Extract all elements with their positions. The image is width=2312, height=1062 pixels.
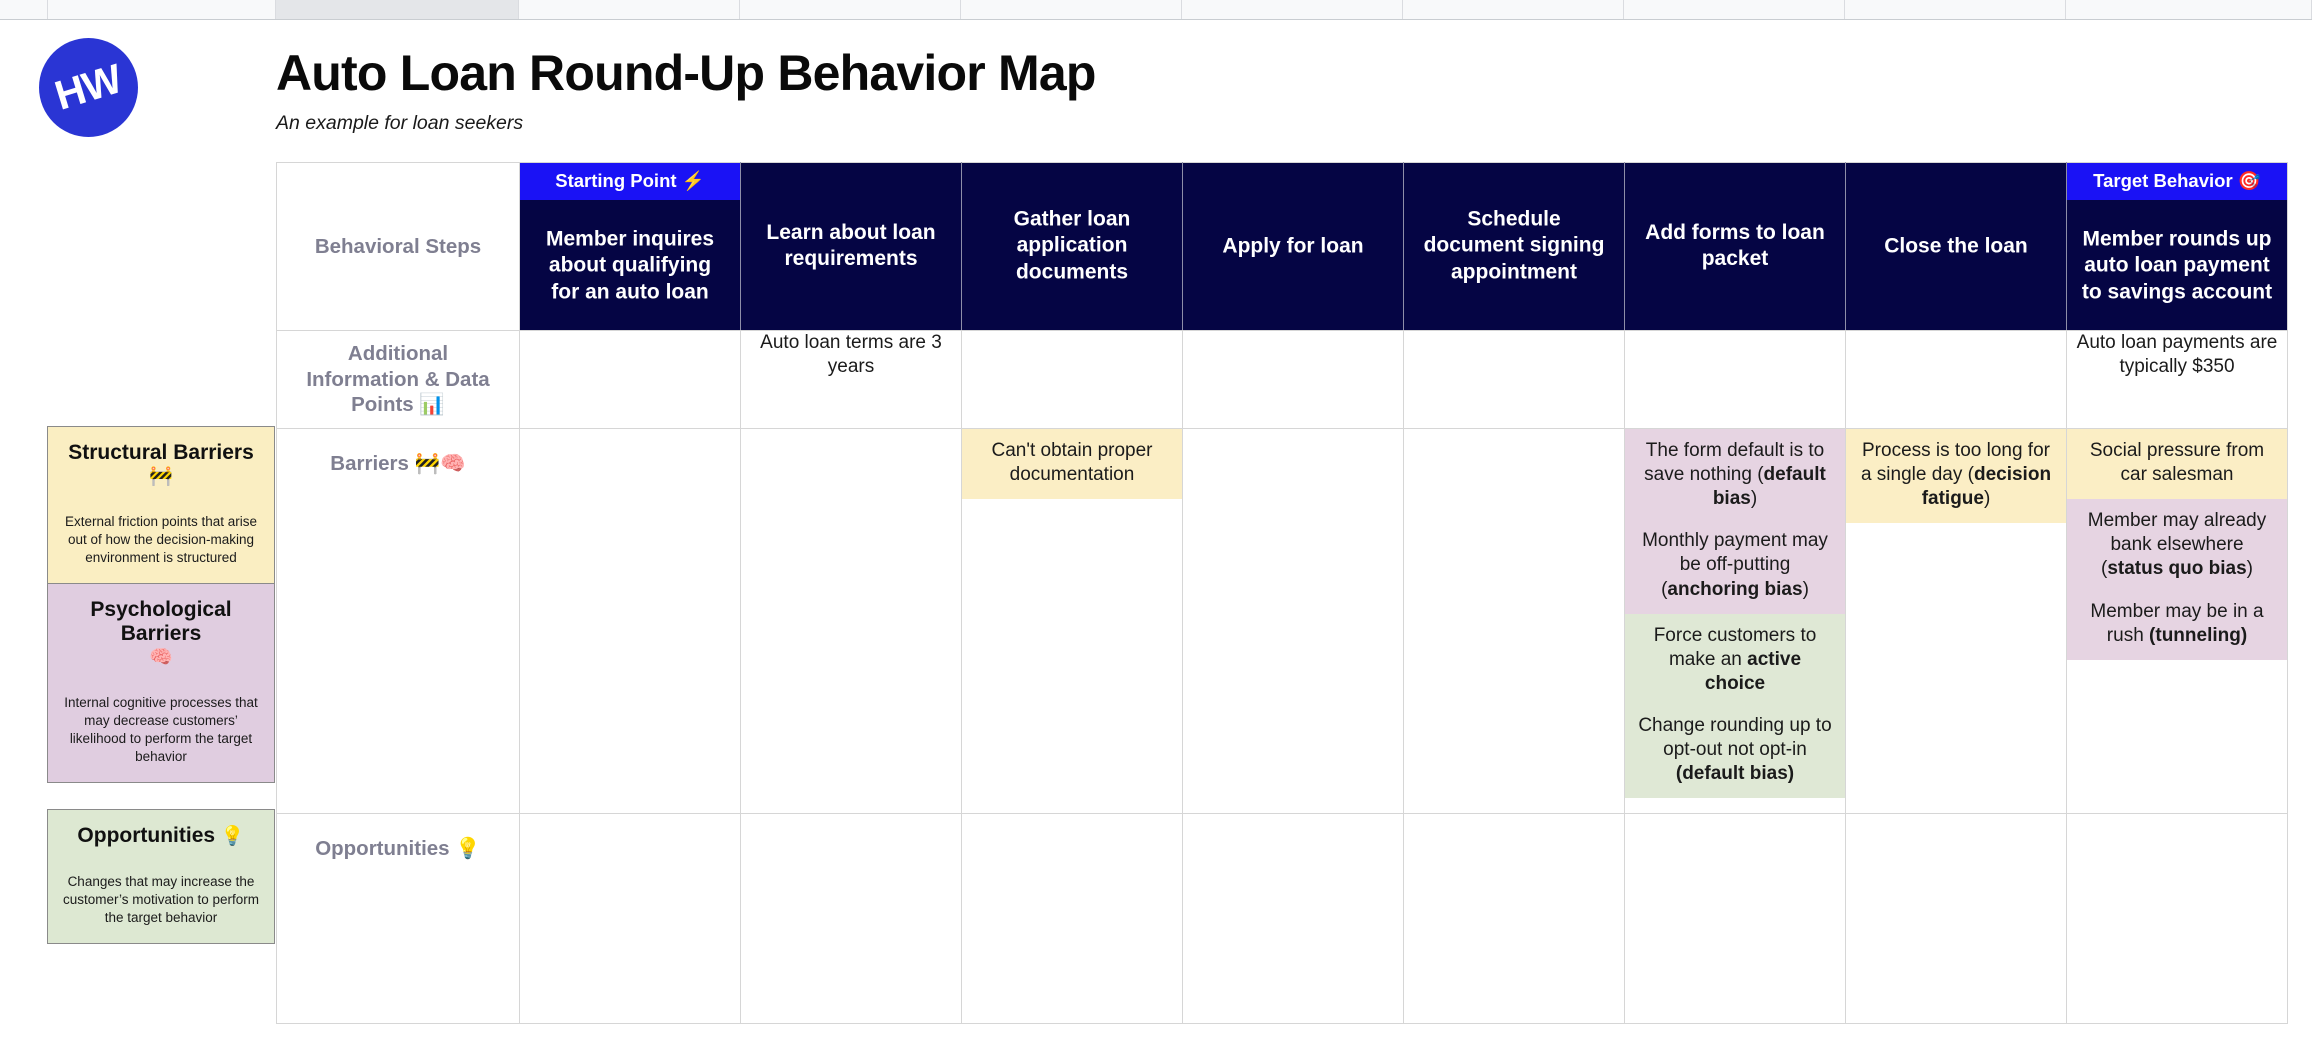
step-header-gather[interactable]: Gather loan application documents bbox=[961, 162, 1183, 331]
legend-structural-barriers: Structural Barriers 🚧 External friction … bbox=[48, 427, 274, 584]
step-label-apply: Apply for loan bbox=[1222, 234, 1364, 258]
barriers-cell-gather[interactable]: Can't obtain proper documentation bbox=[961, 428, 1183, 814]
info-cell-roundup[interactable]: Auto loan payments are typically $350 bbox=[2066, 330, 2288, 429]
legend-psychological-description: Internal cognitive processes that may de… bbox=[64, 695, 258, 765]
row-label-additional-information: Additional Information & Data Points 📊 bbox=[276, 330, 520, 429]
note-line: Member may already bank elsewhere (statu… bbox=[2087, 510, 2267, 580]
note-structural-gather[interactable]: Can't obtain proper documentation bbox=[962, 428, 1182, 500]
legend-psychological-title: Psychological Barriers bbox=[90, 598, 232, 646]
step-label-roundup: Member rounds up auto loan payment to sa… bbox=[2081, 227, 2273, 304]
badge-roundup: Target Behavior 🎯 bbox=[2067, 163, 2287, 201]
info-cell-apply[interactable] bbox=[1182, 330, 1404, 429]
spreadsheet-column-head-1[interactable] bbox=[48, 0, 276, 19]
row-label-opportunities: Opportunities 💡 bbox=[276, 813, 520, 1024]
step-header-learn[interactable]: Learn about loan requirements bbox=[740, 162, 962, 331]
opportunities-cell-learn[interactable] bbox=[740, 813, 962, 1024]
barriers-cell-close[interactable]: Process is too long for a single day (de… bbox=[1845, 428, 2067, 814]
opportunities-cell-schedule[interactable] bbox=[1403, 813, 1625, 1024]
legend-opportunity-description: Changes that may increase the customer’s… bbox=[62, 873, 260, 925]
info-cell-addforms[interactable] bbox=[1624, 330, 1846, 429]
opportunities-cell-roundup[interactable] bbox=[2066, 813, 2288, 1024]
legend-psychological-barriers: Psychological Barriers 🧠 Internal cognit… bbox=[48, 583, 274, 783]
spreadsheet-column-header-strip[interactable] bbox=[0, 0, 2312, 20]
barriers-cell-schedule[interactable] bbox=[1403, 428, 1625, 814]
step-label-learn: Learn about loan requirements bbox=[766, 220, 936, 271]
row-label-barriers: Barriers 🚧🧠 bbox=[276, 428, 520, 814]
page-title: Auto Loan Round-Up Behavior Map bbox=[276, 45, 1096, 101]
step-header-roundup[interactable]: Target Behavior 🎯 Member rounds up auto l… bbox=[2066, 162, 2288, 331]
legend-structural-title: Structural Barriers bbox=[68, 441, 254, 464]
spreadsheet-column-head-7[interactable] bbox=[1403, 0, 1624, 19]
brand-logo-text: HW bbox=[49, 55, 127, 119]
step-header-inquire[interactable]: Starting Point ⚡ Member inquires about qu… bbox=[519, 162, 741, 331]
info-cell-learn[interactable]: Auto loan terms are 3 years bbox=[740, 330, 962, 429]
note-opportunity-addforms[interactable]: Force customers to make an active choice… bbox=[1625, 613, 1845, 799]
note-psychological-roundup[interactable]: Member may already bank elsewhere (statu… bbox=[2067, 499, 2287, 660]
step-label-gather: Gather loan application documents bbox=[1013, 207, 1131, 284]
spreadsheet-column-head-6[interactable] bbox=[1182, 0, 1403, 19]
barriers-cell-apply[interactable] bbox=[1182, 428, 1404, 814]
legend-barriers: Structural Barriers 🚧 External friction … bbox=[47, 426, 275, 784]
note-structural-close[interactable]: Process is too long for a single day (de… bbox=[1846, 428, 2066, 524]
spreadsheet-column-head-3[interactable] bbox=[519, 0, 740, 19]
opportunities-cell-apply[interactable] bbox=[1182, 813, 1404, 1024]
legend-structural-description: External friction points that arise out … bbox=[64, 513, 258, 566]
opportunities-cell-inquire[interactable] bbox=[519, 813, 741, 1024]
behavior-map-page: HW Auto Loan Round-Up Behavior Map An ex… bbox=[0, 20, 2312, 1062]
construction-icon: 🚧 bbox=[149, 466, 173, 488]
spreadsheet-column-head-0[interactable] bbox=[0, 0, 48, 19]
barriers-cell-learn[interactable] bbox=[740, 428, 962, 814]
note-psychological-addforms[interactable]: The form default is to save nothing (def… bbox=[1625, 428, 1845, 614]
page-subtitle: An example for loan seekers bbox=[276, 111, 524, 134]
info-cell-schedule[interactable] bbox=[1403, 330, 1625, 429]
step-header-addforms[interactable]: Add forms to loan packet bbox=[1624, 162, 1846, 331]
note-line: Force customers to make an active choice bbox=[1653, 624, 1817, 694]
note-line: Member may be in a rush (tunneling) bbox=[2090, 600, 2264, 646]
note-line: Social pressure from car salesman bbox=[2089, 439, 2265, 485]
step-label-close: Close the loan bbox=[1884, 234, 2028, 258]
row-behavioral-steps: Behavioral Steps Starting Point ⚡ Member … bbox=[276, 162, 2288, 331]
legend-opportunity-title: Opportunities 💡 bbox=[58, 824, 264, 849]
title-block: Auto Loan Round-Up Behavior Map An examp… bbox=[276, 47, 1096, 135]
badge-inquire: Starting Point ⚡ bbox=[520, 163, 740, 201]
note-line: The form default is to save nothing (def… bbox=[1644, 439, 1826, 510]
lightbulb-icon: 💡 bbox=[220, 826, 245, 847]
behavior-map-matrix: Behavioral Steps Starting Point ⚡ Member … bbox=[276, 162, 2288, 1024]
spreadsheet-column-head-5[interactable] bbox=[961, 0, 1182, 19]
info-cell-gather[interactable] bbox=[961, 330, 1183, 429]
brand-logo: HW bbox=[39, 38, 138, 137]
legend-opportunity-section: Opportunities 💡 Changes that may increas… bbox=[48, 810, 274, 943]
opportunities-cell-gather[interactable] bbox=[961, 813, 1183, 1024]
note-line: Monthly payment may be off-putting (anch… bbox=[1642, 530, 1828, 600]
note-line: Process is too long for a single day (de… bbox=[1860, 439, 2052, 510]
legend-opportunity-title-text: Opportunities bbox=[77, 824, 216, 847]
note-structural-roundup[interactable]: Social pressure from car salesman bbox=[2067, 428, 2287, 500]
step-header-close[interactable]: Close the loan bbox=[1845, 162, 2067, 331]
info-cell-inquire[interactable] bbox=[519, 330, 741, 429]
spreadsheet-column-head-10[interactable] bbox=[2066, 0, 2312, 19]
row-additional-information: Additional Information & Data Points 📊 A… bbox=[276, 330, 2288, 429]
spreadsheet-column-head-8[interactable] bbox=[1624, 0, 1845, 19]
row-opportunities: Opportunities 💡 bbox=[276, 813, 2288, 1024]
info-cell-close[interactable] bbox=[1845, 330, 2067, 429]
step-label-inquire: Member inquires about qualifying for an … bbox=[545, 227, 715, 304]
step-header-apply[interactable]: Apply for loan bbox=[1182, 162, 1404, 331]
brain-icon: 🧠 bbox=[149, 647, 173, 669]
spreadsheet-column-head-4[interactable] bbox=[740, 0, 961, 19]
note-line: Change rounding up to opt-out not opt-in… bbox=[1638, 715, 1832, 785]
opportunities-cell-close[interactable] bbox=[1845, 813, 2067, 1024]
spreadsheet-column-head-2[interactable] bbox=[276, 0, 519, 19]
barriers-cell-inquire[interactable] bbox=[519, 428, 741, 814]
row-label-behavioral-steps: Behavioral Steps bbox=[276, 162, 520, 331]
note-line: Can't obtain proper documentation bbox=[991, 439, 1153, 485]
barriers-cell-addforms[interactable]: The form default is to save nothing (def… bbox=[1624, 428, 1846, 814]
opportunities-cell-addforms[interactable] bbox=[1624, 813, 1846, 1024]
spreadsheet-column-head-9[interactable] bbox=[1845, 0, 2066, 19]
step-header-schedule[interactable]: Schedule document signing appointment bbox=[1403, 162, 1625, 331]
step-label-addforms: Add forms to loan packet bbox=[1645, 220, 1825, 271]
step-label-schedule: Schedule document signing appointment bbox=[1423, 207, 1605, 284]
row-barriers: Barriers 🚧🧠 Can't obtain proper document… bbox=[276, 428, 2288, 814]
legend-opportunities: Opportunities 💡 Changes that may increas… bbox=[47, 809, 275, 944]
